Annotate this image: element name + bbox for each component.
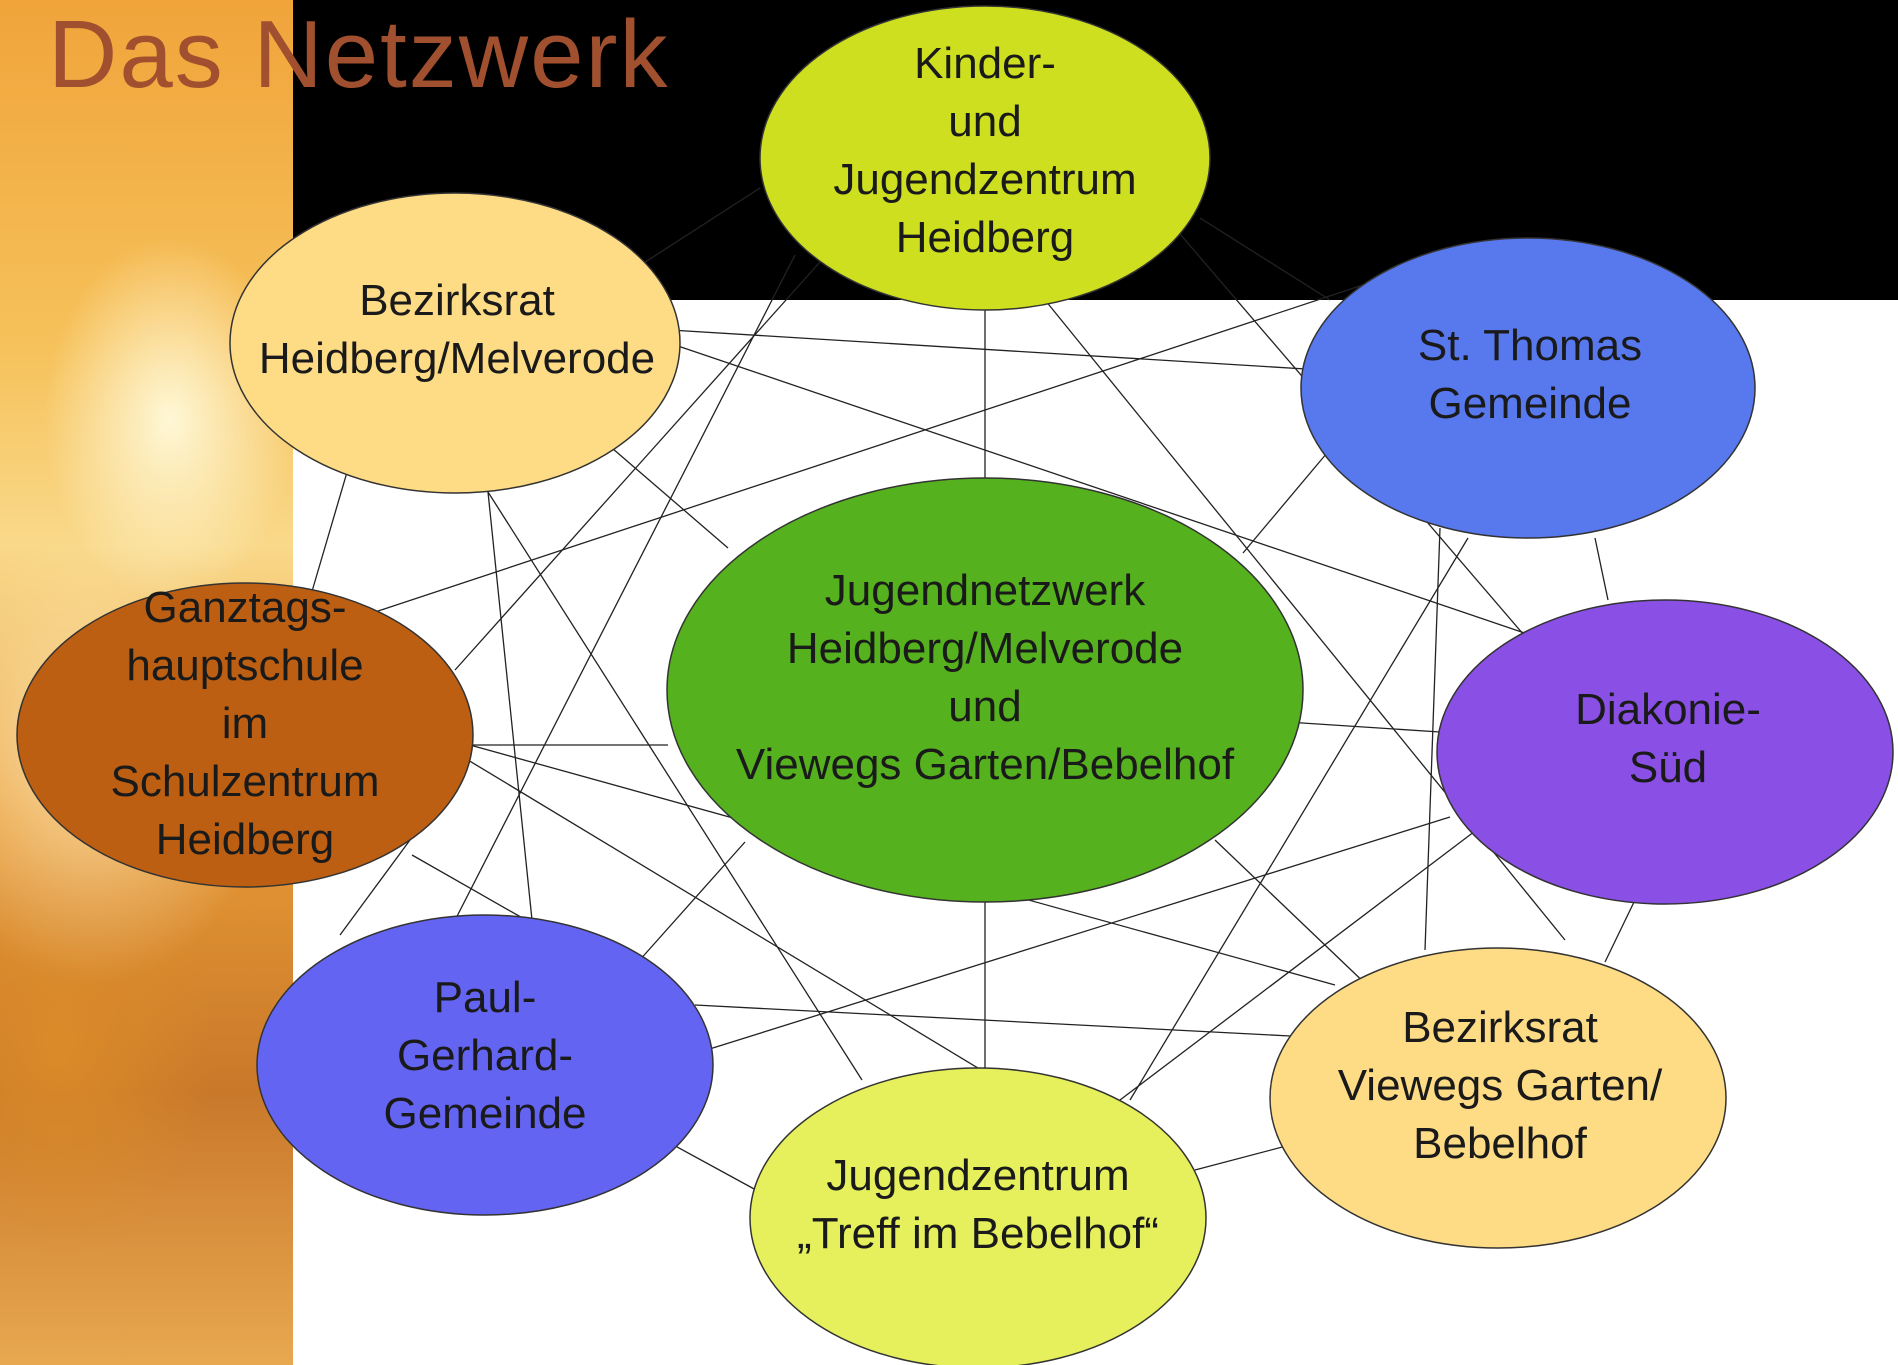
page-title: Das Netzwerk <box>48 1 670 108</box>
node-treff: Jugendzentrum „Treff im Bebelhof“ <box>749 1067 1207 1365</box>
node-label-line: Viewegs Garten/ <box>1338 1061 1663 1110</box>
node-label-line: Heidberg/Melverode <box>259 334 655 383</box>
node-label-line: Paul- <box>434 973 537 1022</box>
connector-line <box>1242 446 1333 554</box>
connector-line <box>307 461 351 606</box>
connector-line <box>1594 537 1609 601</box>
node-label-line: Viewegs Garten/Bebelhof <box>736 740 1235 789</box>
connector-line <box>1286 721 1441 733</box>
connector-line <box>1604 899 1636 963</box>
connector-line <box>667 1141 757 1191</box>
node-label-line: hauptschule <box>126 641 363 690</box>
node-label-line: Gemeinde <box>1428 379 1631 428</box>
node-label-line: Bezirksrat <box>1402 1003 1598 1052</box>
connector-line <box>604 441 729 549</box>
node-ellipse <box>749 1067 1207 1365</box>
node-ellipse <box>666 477 1304 903</box>
node-ellipse <box>1300 237 1756 539</box>
node-label-line: Bebelhof <box>1413 1119 1587 1168</box>
node-label-line: „Treff im Bebelhof“ <box>797 1209 1159 1258</box>
connector-line <box>635 187 761 269</box>
node-label-line: im <box>222 699 268 748</box>
connector-line <box>487 491 533 921</box>
connector-line <box>374 279 1379 613</box>
node-label-line: Jugendnetzwerk <box>825 566 1146 615</box>
connector-line <box>694 1004 1291 1037</box>
node-ellipse <box>256 914 714 1216</box>
node-label-line: Heidberg <box>156 815 335 864</box>
node-label-line: Kinder- <box>914 39 1056 88</box>
connector-line <box>674 344 1561 646</box>
node-paul: Paul- Gerhard- Gemeinde <box>256 914 714 1216</box>
connector-line <box>1424 527 1441 951</box>
connector-line <box>637 841 746 963</box>
node-diakonie: Diakonie- Süd <box>1436 599 1894 905</box>
node-label-line: Gerhard- <box>397 1031 573 1080</box>
node-label-line: Gemeinde <box>383 1089 586 1138</box>
node-label-line: Heidberg <box>896 213 1075 262</box>
node-label-line: Jugendzentrum <box>826 1151 1129 1200</box>
connector-line <box>1119 821 1488 1101</box>
connector-line <box>454 261 821 671</box>
node-label-line: Bezirksrat <box>359 276 555 325</box>
connector-line <box>1194 1144 1291 1171</box>
node-label-line: Heidberg/Melverode <box>787 624 1183 673</box>
node-ellipse <box>759 5 1211 311</box>
node-label-line: Ganztags- <box>144 583 347 632</box>
node-ellipse <box>1436 599 1894 905</box>
connector-line <box>1129 537 1469 1101</box>
node-label-line: Schulzentrum <box>110 757 379 806</box>
node-ganztags: Ganztags-hauptschule imSchulzentrumHeidbe… <box>16 582 474 888</box>
node-ellipse <box>1269 947 1727 1249</box>
node-label-line: und <box>948 682 1021 731</box>
node-label-line: Jugendzentrum <box>833 155 1136 204</box>
node-group: Kinder-undJugendzentrumHeidbergBezirksra… <box>16 5 1894 1365</box>
connector-line <box>1214 839 1373 991</box>
node-label-line: und <box>948 97 1021 146</box>
connector-line <box>411 854 541 929</box>
connector-line <box>339 839 411 936</box>
connector-line <box>669 329 1323 371</box>
connector-line <box>1199 217 1331 301</box>
node-label-line: St. Thomas <box>1418 321 1642 370</box>
connector-line <box>699 816 1451 1053</box>
node-ellipse <box>229 192 681 494</box>
connector-line <box>487 491 863 1081</box>
node-ellipse <box>16 582 474 888</box>
connector-line <box>449 254 796 931</box>
node-label-line: Diakonie- <box>1575 685 1761 734</box>
node-label-line: Süd <box>1629 743 1707 792</box>
